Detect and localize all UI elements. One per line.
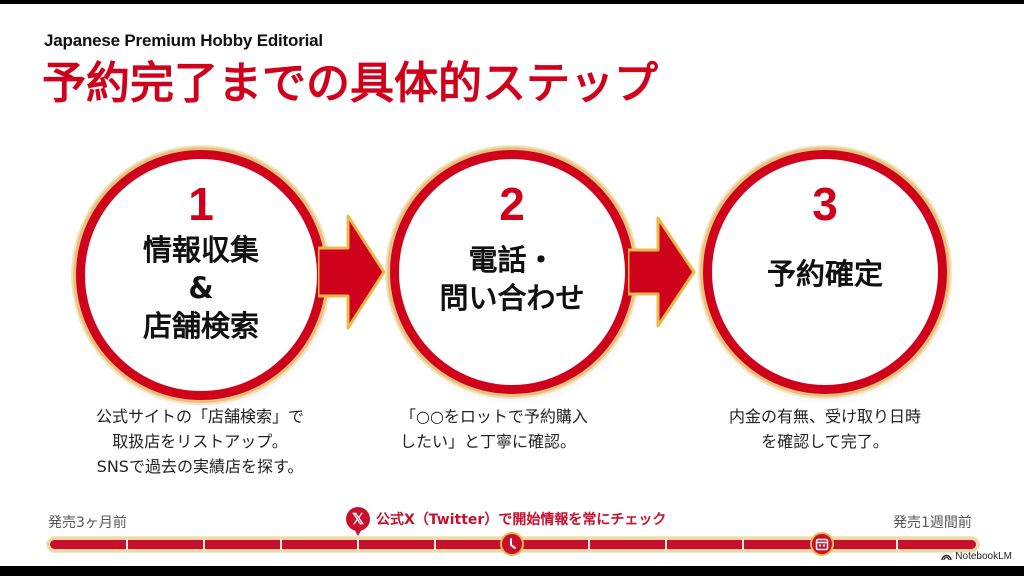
timeline-divider bbox=[665, 539, 667, 550]
step-2-description: 「○○をロットで予約購入 したい」と丁寧に確認。 bbox=[400, 407, 588, 451]
notebooklm-logo-icon bbox=[941, 554, 952, 561]
arrow-right-icon bbox=[628, 216, 696, 328]
brand-label: NotebookLM bbox=[955, 551, 1012, 562]
step-2-number: 2 bbox=[499, 178, 525, 230]
timeline-divider bbox=[126, 539, 128, 550]
timeline-divider bbox=[588, 539, 590, 550]
timeline-divider bbox=[742, 539, 744, 550]
notebooklm-branding: NotebookLM bbox=[941, 551, 1012, 562]
timeline-divider bbox=[280, 539, 282, 550]
slide-title: 予約完了までの具体的ステップ bbox=[42, 58, 658, 109]
step-3-description: 内金の有無、受け取り日時 を確認して完了。 bbox=[728, 407, 921, 451]
timeline-callout-text: 公式X（Twitter）で開始情報を常にチェック bbox=[376, 512, 667, 528]
timeline-divider bbox=[203, 539, 205, 550]
timeline-callout: 𝕏 公式X（Twitter）で開始情報を常にチェック bbox=[346, 507, 667, 536]
step-2-label: 電話・ 問い合わせ bbox=[439, 243, 585, 315]
arrow-right-icon bbox=[318, 214, 386, 330]
step-3-label: 予約確定 bbox=[766, 257, 883, 291]
x-logo-icon: 𝕏 bbox=[346, 507, 370, 536]
step-2-circle: 2 電話・ 問い合わせ bbox=[390, 150, 634, 394]
step-1-circle: 1 情報収集 & 店舗検索 bbox=[76, 150, 326, 400]
timeline-divider bbox=[434, 539, 436, 550]
step-1-label: 情報収集 & 店舗検索 bbox=[142, 233, 259, 343]
step-3-circle: 3 予約確定 bbox=[703, 150, 947, 394]
timeline-divider bbox=[357, 539, 359, 550]
step-1-description: 公式サイトの「店舗検索」で 取扱店をリストアップ。 SNSで過去の実績店を探す。 bbox=[95, 407, 304, 476]
step-3-number: 3 bbox=[812, 178, 838, 230]
slide-subtitle: Japanese Premium Hobby Editorial bbox=[44, 31, 323, 50]
clock-icon bbox=[500, 532, 524, 556]
calendar-icon bbox=[810, 532, 834, 556]
timeline-divider bbox=[896, 539, 898, 550]
slide: Japanese Premium Hobby Editorial 予約完了までの… bbox=[0, 4, 1024, 566]
timeline-end-label: 発売1週間前 bbox=[893, 515, 972, 531]
timeline-start-label: 発売3ヶ月前 bbox=[48, 515, 127, 531]
step-1-number: 1 bbox=[188, 178, 214, 230]
